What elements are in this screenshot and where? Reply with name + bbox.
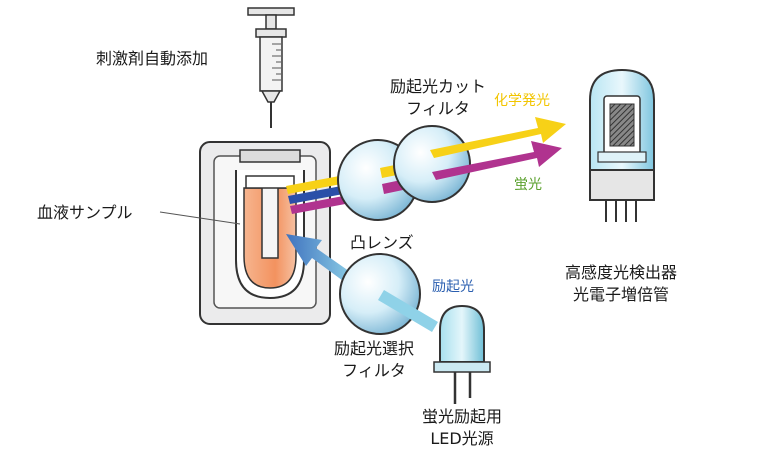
- excitation-cut-filter: [393, 125, 471, 203]
- excitation-beam: [378, 290, 438, 332]
- led-label-line1: 蛍光励起用: [421, 407, 502, 426]
- excitation-select-filter-label: 励起光選択 フィルタ: [318, 338, 430, 382]
- led-icon: [433, 304, 491, 404]
- led-label-line2: LED光源: [430, 429, 494, 448]
- syringe-icon: [247, 7, 295, 128]
- pmt-label: 高感度光検出器 光電子増倍管: [556, 262, 686, 306]
- excitation-light-label: 励起光: [432, 279, 474, 295]
- convex-lens-label: 凸レンズ: [350, 233, 414, 252]
- pmt-label-line1: 高感度光検出器: [564, 263, 677, 282]
- excitation-cut-filter-label: 励起光カット フィルタ: [382, 76, 494, 120]
- blood-sample-label: 血液サンプル: [37, 203, 133, 222]
- excitation-cut-filter-line1: 励起光カット: [389, 77, 486, 96]
- stimulant-injection-label: 刺激剤自動添加: [96, 49, 209, 68]
- sample-holder: [199, 141, 331, 325]
- pmt-icon: [589, 68, 655, 222]
- excitation-select-filter-line1: 励起光選択: [333, 339, 414, 358]
- excitation-arrow: [286, 234, 356, 286]
- pmt-label-line2: 光電子増倍管: [572, 285, 669, 304]
- excitation-cut-filter-line2: フィルタ: [406, 99, 470, 118]
- emission-beams: [286, 174, 356, 214]
- chemiluminescence-arrow: [430, 117, 566, 158]
- excitation-select-filter: [339, 253, 421, 335]
- chemiluminescence-label: 化学発光: [494, 93, 550, 109]
- excitation-select-filter-line2: フィルタ: [342, 361, 406, 380]
- fluorescence-label: 蛍光: [514, 177, 542, 193]
- fluorescence-arrow: [432, 141, 562, 180]
- led-label: 蛍光励起用 LED光源: [406, 406, 518, 450]
- blood-sample-leader: [159, 211, 241, 225]
